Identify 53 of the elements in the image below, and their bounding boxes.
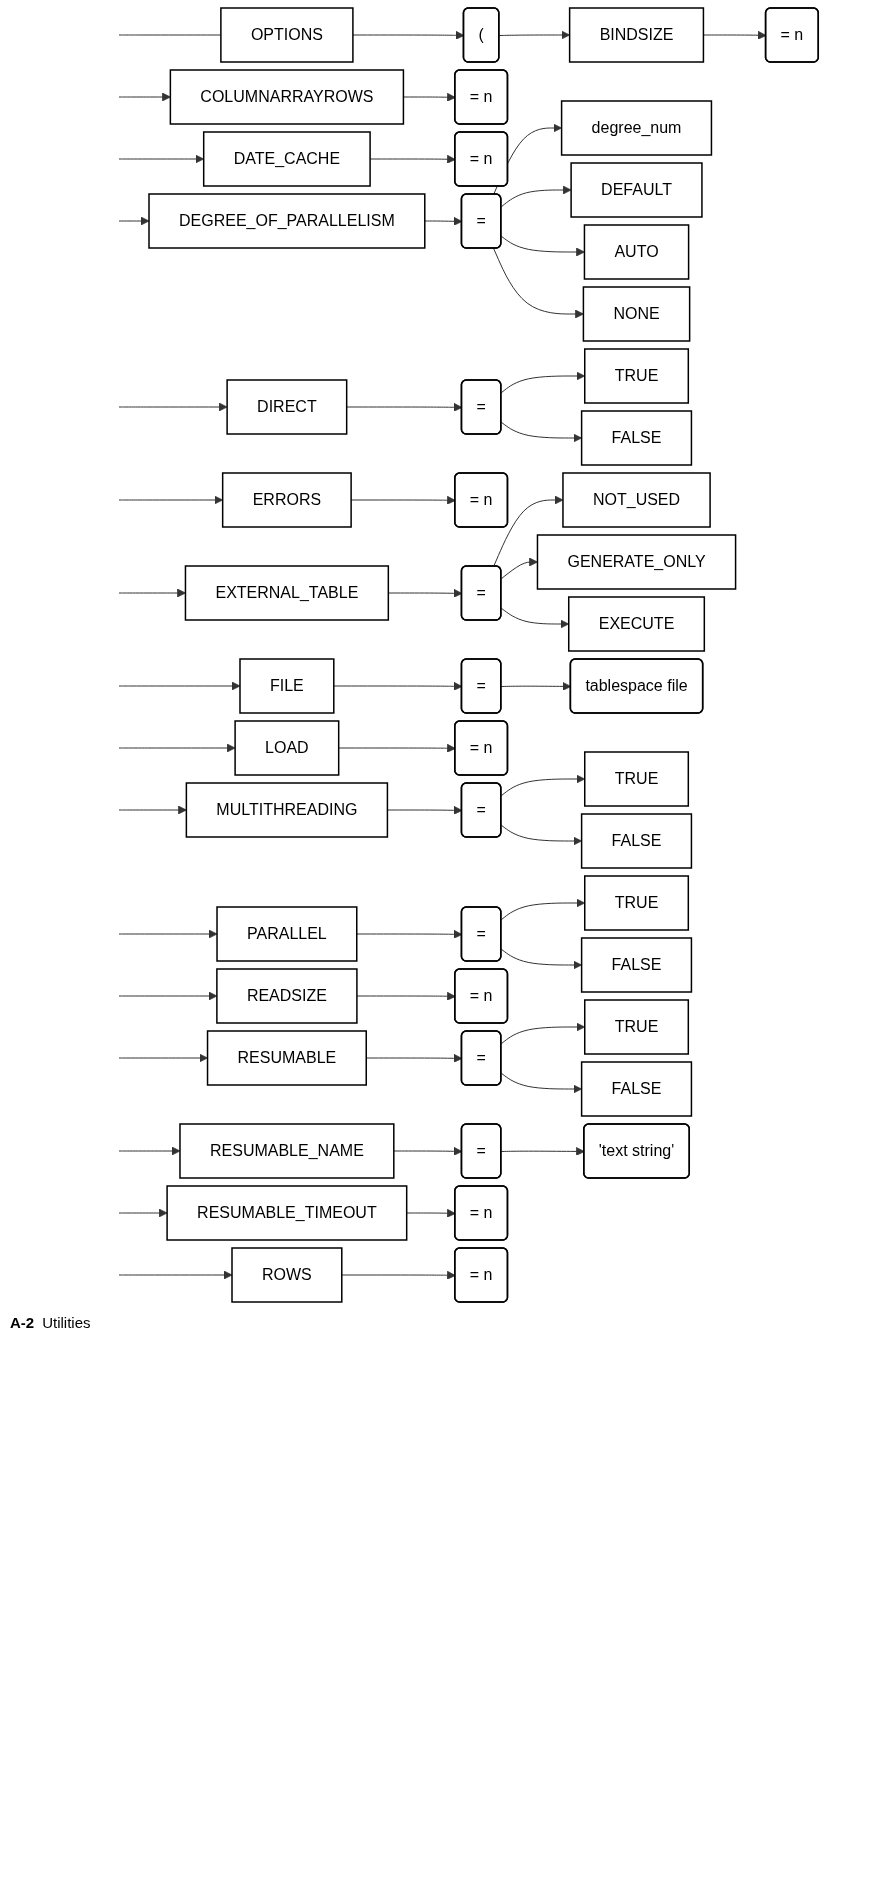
arrow bbox=[118, 588, 186, 598]
node-box: RESUMABLE bbox=[206, 1030, 367, 1086]
node-box: TRUE bbox=[583, 348, 689, 404]
node-box: FILE bbox=[239, 658, 335, 714]
node-box: AUTO bbox=[583, 224, 690, 280]
arrow bbox=[500, 824, 582, 846]
arrow bbox=[500, 371, 585, 394]
node-box: GENERATE_ONLY bbox=[536, 534, 737, 590]
arrow bbox=[118, 495, 223, 505]
node-box: BINDSIZE bbox=[568, 7, 705, 63]
arrow bbox=[500, 235, 585, 257]
node-box: NONE bbox=[582, 286, 691, 342]
arrow bbox=[493, 248, 584, 319]
arrow bbox=[500, 1072, 582, 1094]
arrow bbox=[500, 421, 582, 443]
node-box: DATE_CACHE bbox=[202, 131, 371, 187]
node-box: TRUE bbox=[583, 999, 689, 1055]
arrow bbox=[500, 898, 585, 921]
arrow bbox=[118, 154, 204, 164]
arrow bbox=[500, 948, 582, 970]
node-box: PARALLEL bbox=[216, 906, 358, 962]
node-box: DEFAULT bbox=[570, 162, 703, 218]
arrow bbox=[500, 557, 538, 580]
node-box: LOAD bbox=[234, 720, 340, 776]
node-box: NOT_USED bbox=[562, 472, 711, 528]
footer-text: A-2 bbox=[10, 1314, 35, 1331]
arrow bbox=[500, 1022, 585, 1045]
node-box: EXTERNAL_TABLE bbox=[184, 565, 389, 621]
node-box: RESUMABLE_NAME bbox=[179, 1123, 395, 1179]
node-box: ROWS bbox=[231, 1247, 343, 1303]
footer-text: Utilities bbox=[42, 1314, 91, 1331]
node-box: MULTITHREADING bbox=[185, 782, 388, 838]
node-box: READSIZE bbox=[216, 968, 358, 1024]
node-box: FALSE bbox=[580, 813, 693, 869]
node-box: COLUMNARRAYROWS bbox=[169, 69, 404, 125]
arrow bbox=[118, 1053, 208, 1063]
node-box: EXECUTE bbox=[567, 596, 705, 652]
arrow bbox=[118, 805, 187, 815]
node-box: DIRECT bbox=[226, 379, 348, 435]
node-box: ERRORS bbox=[221, 472, 352, 528]
node-box: degree_num bbox=[560, 100, 713, 156]
node-box: FALSE bbox=[580, 1061, 693, 1117]
arrow bbox=[500, 607, 569, 629]
arrow bbox=[118, 92, 171, 102]
node-box: TRUE bbox=[583, 875, 689, 931]
node-box: RESUMABLE_TIMEOUT bbox=[166, 1185, 408, 1241]
node-box: TRUE bbox=[583, 751, 689, 807]
arrow bbox=[500, 774, 585, 797]
node-box: FALSE bbox=[580, 410, 693, 466]
arrow bbox=[498, 30, 570, 40]
node-box: FALSE bbox=[580, 937, 693, 993]
node-box: OPTIONS bbox=[220, 7, 354, 63]
node-box: DEGREE_OF_PARALLELISM bbox=[148, 193, 426, 249]
